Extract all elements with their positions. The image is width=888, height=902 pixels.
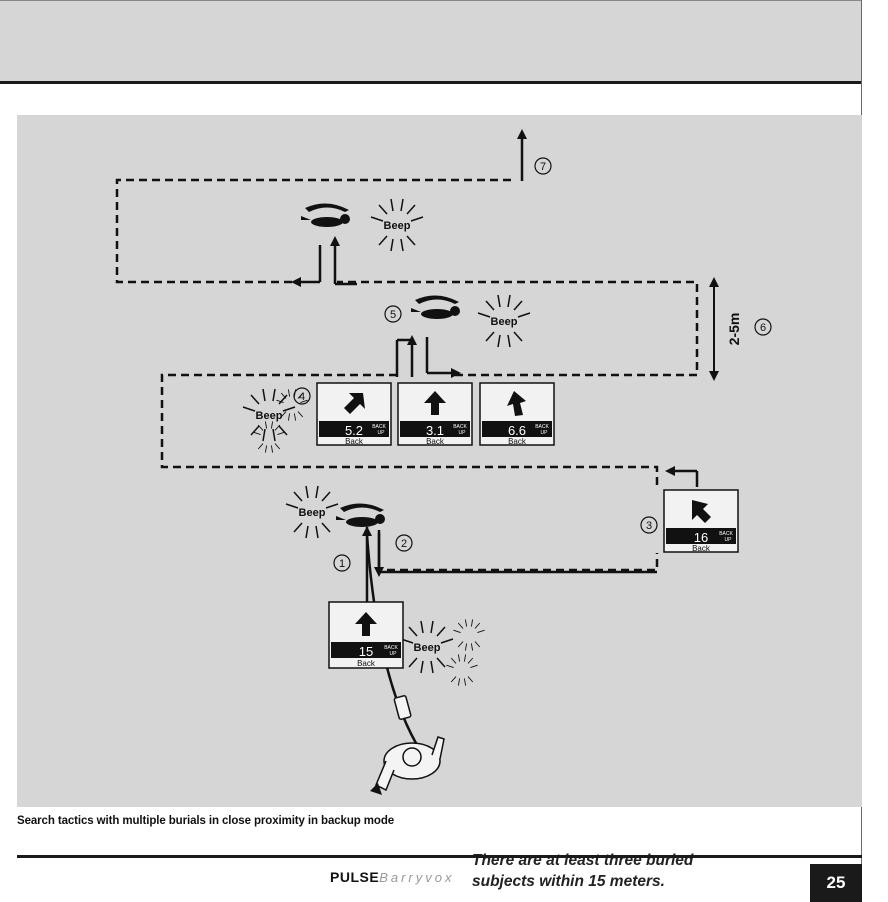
step-marker: 5 xyxy=(384,305,402,323)
screen-mode-2: UP xyxy=(378,430,386,436)
screen-distance: 3.1 xyxy=(426,423,444,438)
beep-burst: Beep xyxy=(370,198,424,252)
screen-mode: BACK xyxy=(453,424,467,430)
step-marker: 6 xyxy=(754,318,772,336)
beep-label: Beep xyxy=(414,642,441,654)
step-marker: 7 xyxy=(534,157,552,175)
searcher-figure xyxy=(370,695,445,795)
brand-light: Barryvox xyxy=(379,870,455,885)
screen-mode-2: UP xyxy=(725,537,733,543)
buried-subject-2 xyxy=(411,295,460,319)
screen-mode: BACK xyxy=(719,531,733,537)
step-marker: 4 xyxy=(293,387,311,405)
beep-label: Beep xyxy=(256,410,283,422)
screen-distance: 6.6 xyxy=(508,423,526,438)
distance-indicator: 2-5m xyxy=(709,277,742,381)
screen-button-label: Back xyxy=(357,659,376,668)
device-screen: 6.6 BACK UP Back xyxy=(479,382,555,446)
screen-mode: BACK xyxy=(535,424,549,430)
step-number: 2 xyxy=(401,538,407,550)
screen-distance: 16 xyxy=(694,530,708,545)
beep-label: Beep xyxy=(299,507,326,519)
screen-mode: BACK xyxy=(372,424,386,430)
beep-burst: Beep xyxy=(400,620,454,674)
step-number: 3 xyxy=(646,520,652,532)
step-marker: 3 xyxy=(640,516,658,534)
screen-button-label: Back xyxy=(508,437,527,446)
step-arrows-5 xyxy=(395,335,461,378)
step-marker: 1 xyxy=(333,554,351,572)
beep-burst-small xyxy=(452,618,486,652)
screen-distance: 5.2 xyxy=(345,423,363,438)
screen-button-label: Back xyxy=(426,437,445,446)
screen-button-label: Back xyxy=(692,544,711,553)
buried-subject-1 xyxy=(336,503,385,527)
search-path-dashed xyxy=(115,178,699,572)
step-number: 5 xyxy=(390,309,396,321)
brand-logo: PULSEBarryvox xyxy=(330,869,454,885)
header-band xyxy=(0,0,862,84)
step-marker: 2 xyxy=(395,534,413,552)
note-line-1: There are at least three buried xyxy=(472,852,694,869)
screen-mode-2: UP xyxy=(390,651,398,657)
figure-caption: Search tactics with multiple burials in … xyxy=(17,815,395,827)
device-screen: 3.1 BACK UP Back xyxy=(397,382,473,446)
page-number: 25 xyxy=(810,864,862,902)
device-screen: 16 BACK UP Back xyxy=(663,489,739,553)
screen-mode: BACK xyxy=(384,645,398,651)
screen-mode-2: UP xyxy=(459,430,467,436)
device-screen: 15 BACK UP Back xyxy=(328,601,404,669)
beep-burst-small xyxy=(445,653,479,687)
screen-button-label: Back xyxy=(345,437,364,446)
buried-subject-3 xyxy=(301,203,350,227)
step-number: 7 xyxy=(540,161,546,173)
beep-burst: Beep xyxy=(285,485,339,539)
search-tactics-figure: 2-5m Beep Beep Beep Beep Beep 15 BACK UP xyxy=(17,115,862,890)
step-number: 6 xyxy=(760,322,766,334)
beep-burst: Beep xyxy=(477,294,531,348)
beep-burst: Beep xyxy=(242,388,296,442)
search-diagram: 2-5m Beep Beep Beep Beep Beep 15 BACK UP xyxy=(115,129,772,795)
step-number: 1 xyxy=(339,558,345,570)
beep-label: Beep xyxy=(384,220,411,232)
beep-label: Beep xyxy=(491,316,518,328)
screen-distance: 15 xyxy=(359,644,373,659)
device-screen: 5.2 BACK UP Back xyxy=(316,382,392,446)
step-number: 4 xyxy=(299,391,305,403)
footer-rule xyxy=(17,855,862,858)
distance-label: 2-5m xyxy=(726,313,742,346)
screen-mode-2: UP xyxy=(541,430,549,436)
note-line-2: subjects within 15 meters. xyxy=(472,873,665,890)
brand-bold: PULSE xyxy=(330,869,380,885)
step-arrows-top xyxy=(291,236,357,287)
